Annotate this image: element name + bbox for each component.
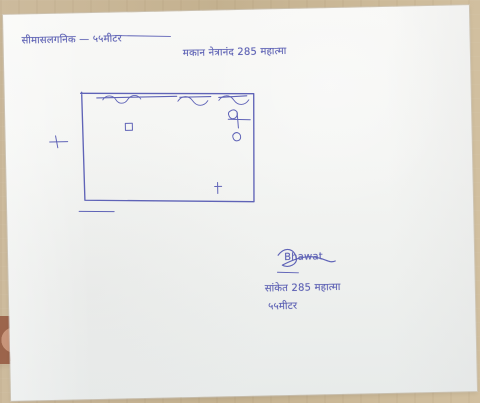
sketch-header-underline <box>115 35 171 37</box>
sketch-bottom-right-mark <box>214 181 223 194</box>
paper-sheet: सीमासलगनिक — ५५मीटर मकान नेत्रानंद 285 म… <box>3 5 477 401</box>
sketch-top-markings <box>96 95 248 99</box>
sketch-doodle-3 <box>218 95 250 105</box>
sketch-signature-underline <box>276 271 299 274</box>
signature-line-1: सांकेत 285 महात्मा <box>264 281 341 295</box>
signature-name: Bhawat <box>284 251 324 264</box>
hand-drawn-sketch <box>49 35 336 274</box>
sketch-left-label-mark <box>49 135 69 149</box>
sketch-small-circle-2 <box>232 132 242 142</box>
sketch-inner-box <box>124 122 133 131</box>
sketch-plot-outline <box>79 91 255 203</box>
sketch-doodle-2 <box>177 96 209 106</box>
sketch-signature-flourish <box>277 248 336 268</box>
sketch-bottom-left-mark <box>78 210 115 213</box>
sketch-right-label-mark <box>227 111 251 129</box>
signature-line-2: ५५मीटर <box>268 300 298 313</box>
sketch-doodle-1 <box>102 94 142 104</box>
sketch-small-circle-1 <box>227 109 238 120</box>
